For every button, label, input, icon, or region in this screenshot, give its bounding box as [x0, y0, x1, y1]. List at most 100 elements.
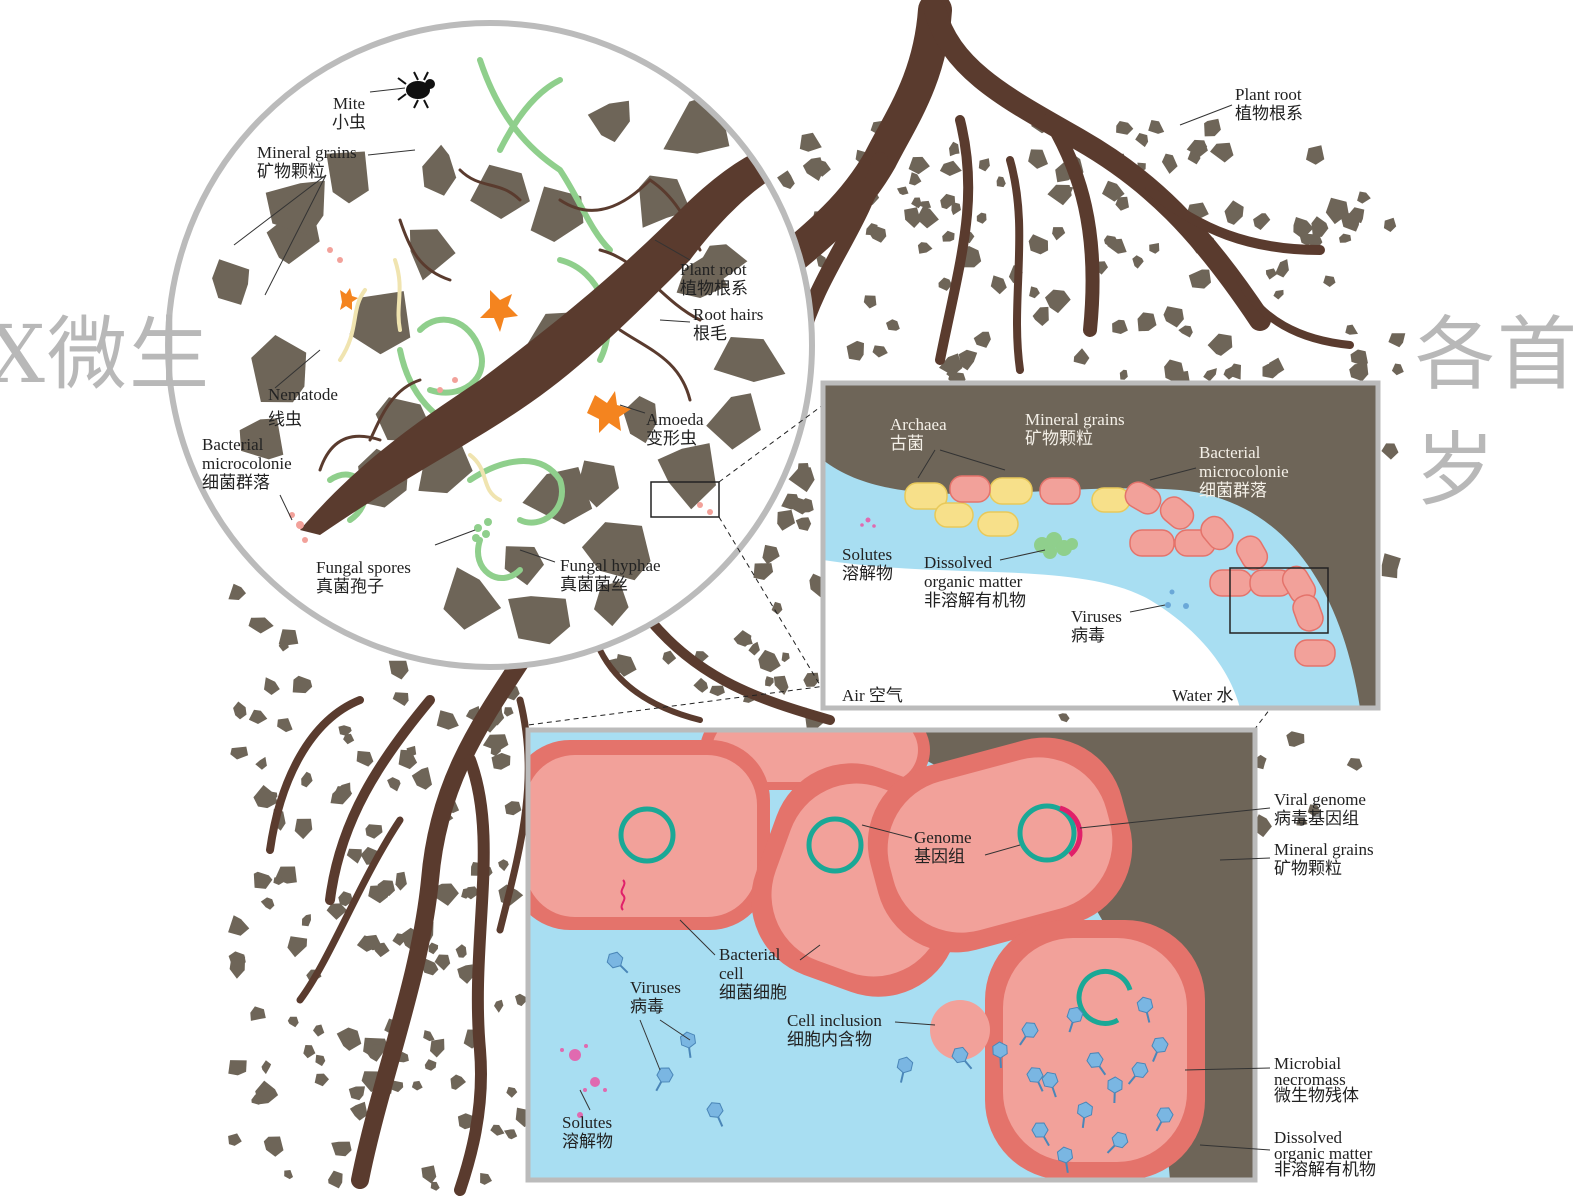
label-dom-right: Dissolved organic matter 非溶解有机物 [1274, 1130, 1376, 1178]
mineral-grain [782, 652, 790, 662]
mineral-grain [847, 341, 864, 361]
mineral-grain [1112, 320, 1128, 334]
mineral-grain [909, 157, 930, 174]
mineral-grain [1162, 154, 1178, 174]
mineral-grain [709, 686, 725, 697]
mineral-grain [313, 1025, 324, 1037]
label-cell-inclusion: Cell inclusion 细胞内含物 [787, 1011, 882, 1049]
label-hyphae-zh: 真菌菌丝 [560, 575, 661, 594]
mineral-grain [293, 676, 313, 693]
mineral-grain [504, 1129, 517, 1139]
label-root-hairs: Root hairs 根毛 [693, 305, 763, 343]
mineral-grain [315, 1074, 329, 1087]
mineral-grain [1033, 307, 1049, 326]
mineral-grain [1357, 192, 1371, 204]
label-right-mineral-zh: 矿物颗粒 [1274, 859, 1374, 878]
label-bacterial-microcolonie-circle: Bacterial microcolonie 细菌群落 [202, 435, 292, 492]
mineral-grain [1266, 268, 1277, 279]
label-mineral-grains-right: Mineral grains 矿物颗粒 [1274, 840, 1374, 878]
label-amoeda-en: Amoeda [646, 410, 704, 429]
mineral-grain [288, 1017, 299, 1027]
mineral-grain [437, 710, 459, 730]
label-mite: Mite 小虫 [332, 94, 366, 132]
mineral-grain [504, 707, 514, 716]
mineral-grain [261, 897, 275, 909]
label-nematode: Nematode 线虫 [268, 385, 338, 429]
mineral-grain [506, 1087, 517, 1098]
mineral-grain [1045, 290, 1071, 314]
mineral-grain [253, 785, 277, 808]
mineral-grain [249, 710, 267, 724]
label-viral-genome: Viral genome 病毒基因组 [1274, 790, 1366, 828]
mineral-grain [997, 176, 1006, 187]
label-mineral-en: Mineral grains [257, 143, 357, 162]
mineral-grain [1029, 234, 1048, 254]
mineral-grain [1392, 364, 1404, 376]
label-mid-dom-en1: Dissolved [924, 553, 1026, 572]
label-genome: Genome 基因组 [914, 828, 972, 866]
label-bac-en2: microcolonie [202, 454, 292, 473]
label-mineral-zh: 矿物颗粒 [257, 162, 357, 181]
mineral-grain [940, 161, 962, 176]
mineral-grain [395, 872, 407, 891]
label-bot-viruses-zh: 病毒 [630, 997, 681, 1016]
mineral-grain [911, 198, 922, 209]
mineral-grain [1382, 553, 1401, 578]
mineral-grain [1116, 121, 1133, 135]
mineral-grain [1164, 360, 1185, 384]
mineral-grain [1275, 259, 1289, 277]
label-viruses-mid: Viruses 病毒 [1071, 607, 1122, 645]
mineral-grain [1203, 368, 1217, 381]
mineral-grain [284, 1170, 293, 1179]
label-mid-mineral-zh: 矿物颗粒 [1025, 429, 1125, 448]
mineral-grain [1028, 149, 1048, 169]
mineral-grain [1132, 255, 1143, 268]
label-cell-zh: 细菌细胞 [719, 983, 787, 1002]
mineral-grain [873, 345, 888, 357]
mineral-grain [295, 819, 313, 839]
mineral-grain [515, 994, 526, 1006]
mineral-grain [228, 584, 246, 600]
mineral-grain [393, 692, 409, 706]
label-mite-zh: 小虫 [332, 113, 366, 132]
label-spores-zh: 真菌孢子 [316, 577, 411, 596]
label-mite-en: Mite [333, 94, 365, 113]
label-viruses-bottom: Viruses 病毒 [630, 978, 681, 1016]
mineral-grain [303, 1045, 315, 1058]
mineral-grain [505, 801, 522, 815]
label-plant-root-outer: Plant root 植物根系 [1235, 85, 1303, 123]
mineral-grain [1351, 350, 1369, 365]
mineral-grain [1208, 334, 1233, 356]
label-fungal-spores: Fungal spores 真菌孢子 [316, 558, 411, 596]
mineral-grain [1253, 213, 1270, 230]
mineral-grain [457, 964, 473, 984]
mineral-grain [1306, 145, 1324, 165]
mineral-grain [1388, 333, 1405, 347]
label-inclusion-zh: 细胞内含物 [787, 1030, 882, 1049]
label-mid-bac-zh: 细菌群落 [1199, 481, 1289, 500]
mineral-grain [796, 517, 811, 531]
mineral-grain [777, 170, 795, 189]
mineral-grain [389, 661, 409, 680]
mineral-grain [480, 1173, 492, 1185]
label-solutes-bottom: Solutes 溶解物 [562, 1113, 613, 1151]
mineral-grain [429, 943, 438, 955]
label-viral-genome-en: Viral genome [1274, 790, 1366, 809]
mineral-grain [490, 1125, 504, 1136]
mineral-grain [421, 1165, 436, 1183]
label-fungal-hyphae: Fungal hyphae 真菌菌丝 [560, 556, 661, 594]
label-mineral-grains-mid: Mineral grains 矿物颗粒 [1025, 410, 1125, 448]
mineral-grain [1120, 370, 1128, 380]
mineral-grain [302, 914, 311, 926]
label-hyphae-en: Fungal hyphae [560, 556, 661, 575]
mineral-grain [662, 651, 676, 665]
label-right-dom-zh: 非溶解有机物 [1274, 1162, 1376, 1178]
mineral-grain [349, 1086, 365, 1100]
label-cell-en2: cell [719, 964, 787, 983]
mineral-grain [264, 677, 280, 695]
mineral-grain [1349, 363, 1368, 381]
label-mid-dom-zh: 非溶解有机物 [924, 591, 1026, 610]
label-genome-zh: 基因组 [914, 847, 972, 866]
label-mid-bac-en2: microcolonie [1199, 462, 1289, 481]
mineral-grain [233, 702, 246, 720]
